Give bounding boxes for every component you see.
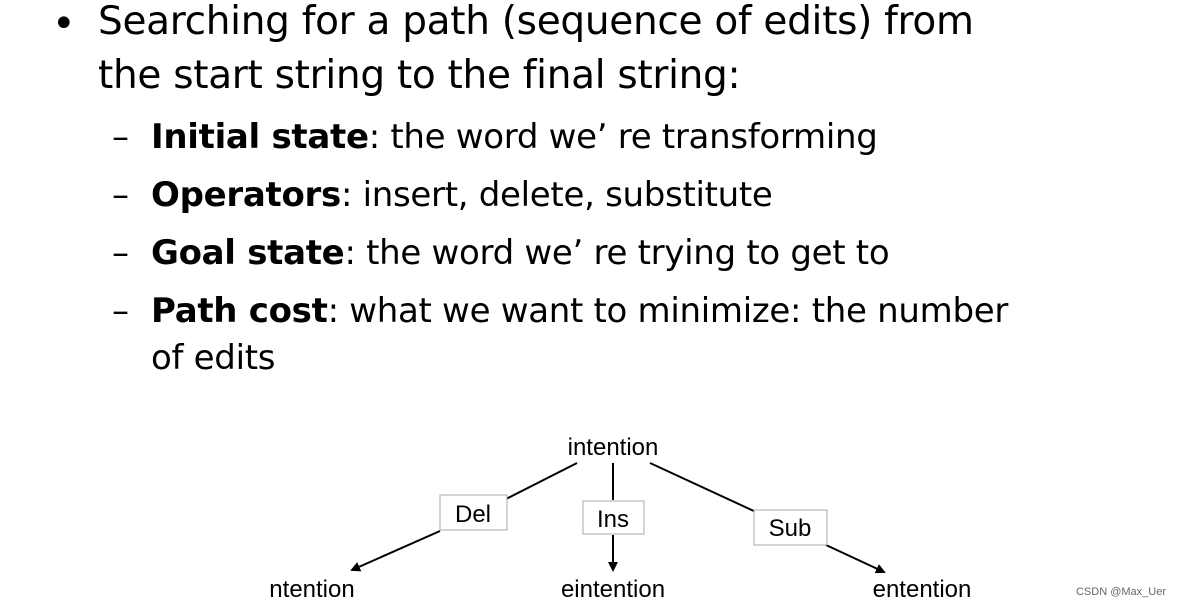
dash-2: – [112, 175, 129, 215]
bullet-line-1: Searching for a path (sequence of edits)… [98, 0, 974, 44]
edge-del-upper [505, 462, 578, 500]
root-node: intention [568, 434, 659, 461]
bullet-dot: • [52, 1, 76, 47]
subitem-term: Initial state [151, 117, 369, 157]
dash-3: – [112, 233, 129, 273]
bullet-line-2: the start string to the final string: [98, 53, 741, 98]
child-node-entention: entention [873, 576, 972, 603]
subitem-text: : what we want to minimize: the number [327, 291, 1009, 331]
dash-1: – [112, 117, 129, 157]
subitem-term: Operators [151, 175, 341, 215]
subitem-path-cost: Path cost: what we want to minimize: the… [151, 286, 1008, 336]
subitem-text: : the word we’ re transforming [368, 117, 878, 157]
edge-del-lower [350, 530, 441, 572]
dash-4: – [112, 291, 129, 331]
edge-label-sub: Sub [769, 515, 812, 542]
subitem-term: Path cost [151, 291, 328, 331]
edge-sub-upper [649, 462, 757, 513]
subitem-path-cost-continuation: of edits [151, 338, 276, 378]
child-node-ntention: ntention [269, 576, 354, 603]
child-node-eintention: eintention [561, 576, 665, 603]
subitem-text: : insert, delete, substitute [340, 175, 773, 215]
edge-label-del: Del [455, 501, 491, 528]
subitem-text: : the word we’ re trying to get to [344, 233, 890, 273]
subitem-operators: Operators: insert, delete, substitute [151, 170, 773, 220]
subitem-goal-state: Goal state: the word we’ re trying to ge… [151, 228, 890, 278]
subitem-initial-state: Initial state: the word we’ re transform… [151, 112, 878, 162]
subitem-term: Goal state [151, 233, 345, 273]
edge-label-ins: Ins [597, 506, 629, 533]
edge-sub-lower [825, 544, 886, 574]
edge-label-box-del [439, 494, 508, 531]
edge-label-box-sub [753, 509, 828, 546]
watermark: CSDN @Max_Uer [1075, 586, 1166, 598]
edge-label-box-ins [582, 500, 645, 535]
